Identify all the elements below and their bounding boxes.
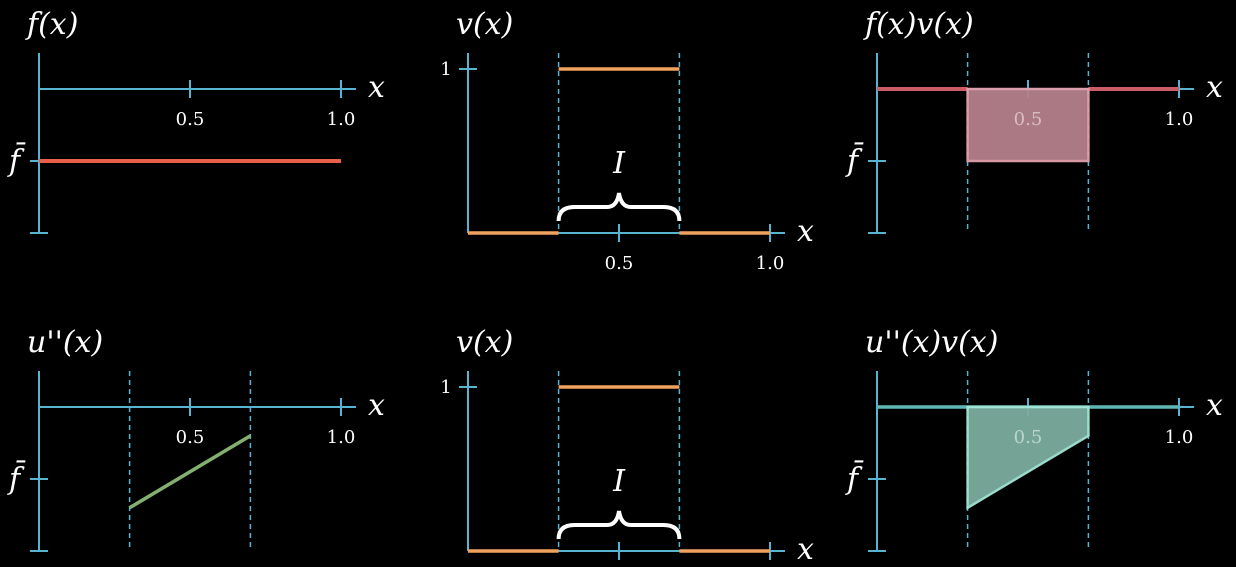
panel-title: u''(x) [27, 325, 103, 360]
y-tick-label-1: 1 [440, 59, 451, 80]
y-tick-label-fbar: f̄ [7, 141, 26, 179]
x-tick-label-0.5-overlay: 0.5 [1014, 427, 1043, 448]
y-tick-label-fbar: f̄ [7, 459, 26, 497]
x-tick-label-0.5: 0.5 [605, 253, 634, 274]
interval-brace [556, 510, 682, 540]
interval-label: I [612, 146, 626, 181]
panel-title: u''(x)v(x) [865, 325, 998, 360]
y-tick-label-fbar: f̄ [845, 459, 864, 497]
x-axis-label: x [368, 70, 385, 105]
panel-title: v(x) [456, 325, 513, 360]
panel-v2: v(x)x0.51.01I [440, 325, 814, 567]
panel-u: u''(x) x 0.5 1.0 f̄ [7, 325, 385, 552]
x-tick-label-0.5: 0.5 [176, 109, 205, 130]
panel-f: f(x) x 0.5 1.0 f̄ [7, 7, 385, 234]
x-axis-label: x [1206, 388, 1223, 423]
x-tick-label-0.5-overlay: 0.5 [1014, 109, 1043, 130]
u-line [128, 434, 252, 510]
x-axis-label: x [797, 532, 814, 567]
x-axis-label: x [368, 388, 385, 423]
x-tick-label-1.0: 1.0 [756, 253, 785, 274]
interval-brace [556, 192, 682, 222]
x-axis-label: x [1206, 70, 1223, 105]
x-tick-label-1.0: 1.0 [1165, 427, 1194, 448]
panel-title: f(x) [25, 7, 78, 42]
panel-fv: f(x)v(x)x0.51.0f̄0.5 [845, 7, 1223, 234]
panel-v: v(x) x 0.5 1.0 1I [440, 7, 814, 274]
y-tick-label-fbar: f̄ [845, 141, 864, 179]
x-tick-label-1.0: 1.0 [327, 427, 356, 448]
y-tick-label-1: 1 [440, 377, 451, 398]
interval-label: I [612, 464, 626, 499]
panel-uv: u''(x)v(x)x0.51.0f̄0.5 [845, 325, 1223, 552]
uv-area [966, 405, 1090, 511]
fv-area [966, 87, 1090, 163]
x-tick-label-0.5: 0.5 [176, 427, 205, 448]
x-tick-label-1.0: 1.0 [1165, 109, 1194, 130]
panel-title: f(x)v(x) [863, 7, 974, 42]
x-axis-label: x [797, 214, 814, 249]
x-tick-label-1.0: 1.0 [327, 109, 356, 130]
panel-title: v(x) [456, 7, 513, 42]
